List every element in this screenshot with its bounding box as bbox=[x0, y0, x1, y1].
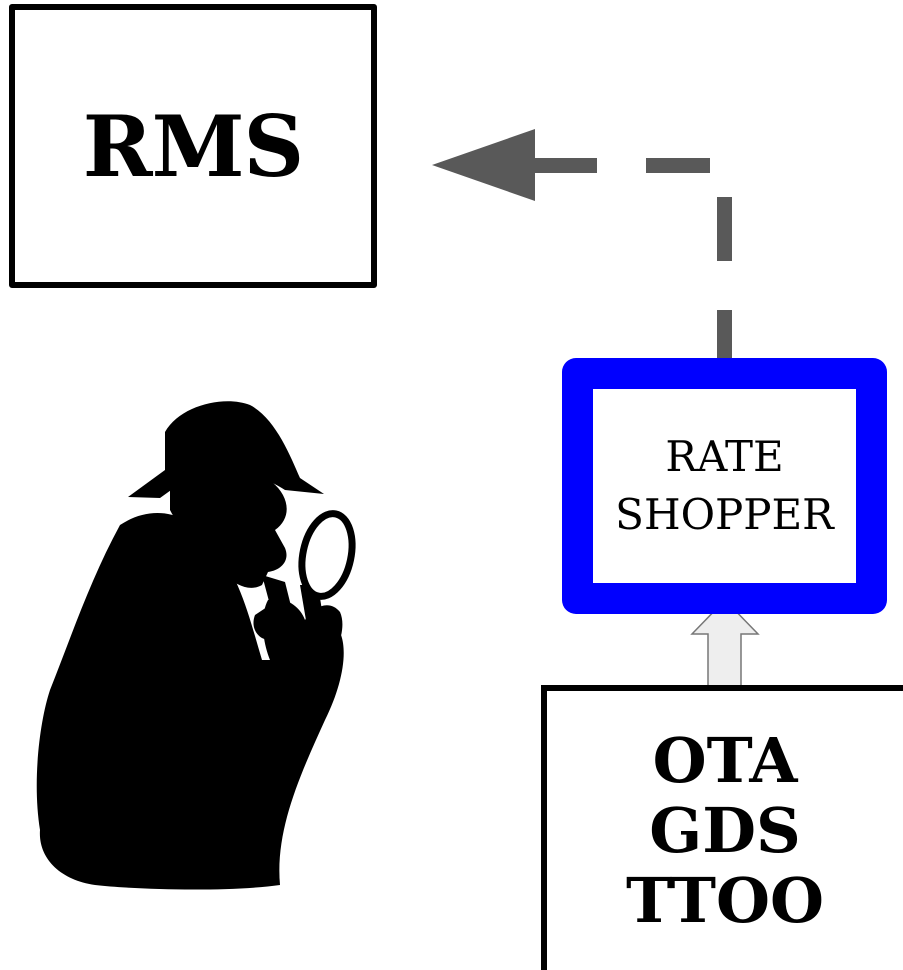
source-gds: GDS bbox=[649, 793, 801, 867]
rate-shopper-label-line-1: RATE bbox=[665, 432, 784, 481]
data-sources-box: OTA GDS TTOO bbox=[541, 685, 903, 970]
arrow-left-icon bbox=[432, 129, 535, 201]
rms-box: RMS bbox=[9, 4, 377, 288]
source-ttoo: TTOO bbox=[625, 863, 825, 937]
rate-shopper-label-line-2: SHOPPER bbox=[615, 490, 834, 539]
rate-shopper-box: RATE SHOPPER bbox=[562, 358, 887, 614]
source-ota: OTA bbox=[652, 723, 798, 797]
rms-label: RMS bbox=[82, 96, 304, 196]
